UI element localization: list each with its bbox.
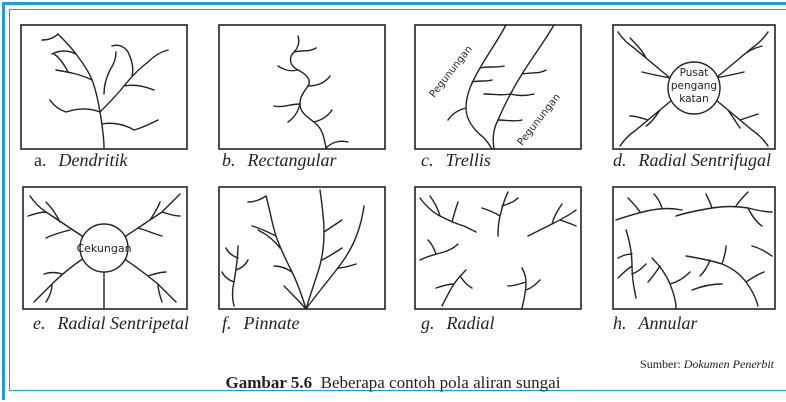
caption-radial: g. Radial — [421, 313, 495, 334]
caption-letter: b. — [222, 150, 236, 171]
caption-name: Pinnate — [244, 313, 300, 333]
caption-name: Radial — [447, 313, 495, 333]
caption-letter: e. — [33, 313, 46, 334]
caption-letter: g. — [421, 313, 435, 334]
caption-name: Radial Sentrifugal — [639, 150, 772, 170]
caption-name: Annular — [639, 313, 698, 333]
panel-pinnate — [218, 186, 388, 312]
panel-radial-sentrifugal: Pusat pengang katan — [612, 24, 778, 152]
caption-pinnate: f. Pinnate — [222, 313, 300, 334]
source-name: Dokumen Penerbit — [684, 357, 774, 371]
figure-number: Gambar 5.6 — [226, 373, 313, 392]
panel-annular — [612, 186, 778, 312]
panel-trellis: Pegunungan Pegunungan — [414, 24, 584, 152]
caption-radial-sentripetal: e. Radial Sentripetal — [33, 313, 189, 334]
caption-annular: h. Annular — [613, 313, 698, 334]
center-label: Cekungan — [76, 242, 131, 255]
caption-name: Rectangular — [248, 150, 337, 170]
caption-radial-sentrifugal: d. Radial Sentrifugal — [613, 150, 771, 171]
caption-letter: a. — [34, 150, 47, 171]
caption-trellis: c. Trellis — [421, 150, 491, 171]
caption-name: Radial Sentripetal — [58, 313, 189, 333]
figure-caption: Beberapa contoh pola aliran sungai — [321, 373, 561, 392]
figure-title: Gambar 5.6 Beberapa contoh pola aliran s… — [0, 373, 786, 393]
caption-name: Trellis — [446, 150, 491, 170]
caption-dendritik: a. Dendritik — [34, 150, 128, 171]
caption-letter: c. — [421, 150, 434, 171]
panel-radial — [414, 186, 584, 312]
caption-letter: h. — [613, 313, 627, 334]
caption-name: Dendritik — [59, 150, 128, 170]
panel-rectangular — [218, 24, 388, 152]
panel-radial-sentripetal: Cekungan — [22, 186, 190, 312]
caption-letter: f. — [222, 313, 232, 334]
panel-dendritik — [20, 24, 190, 152]
center-label-line-1: Pusat — [680, 67, 709, 79]
source-prefix: Sumber: — [640, 357, 684, 371]
source-credit: Sumber: Dokumen Penerbit — [640, 357, 774, 372]
center-label-line-2: pengang — [671, 80, 717, 92]
caption-letter: d. — [613, 150, 627, 171]
center-label-line-3: katan — [679, 93, 709, 105]
caption-rectangular: b. Rectangular — [222, 150, 336, 171]
